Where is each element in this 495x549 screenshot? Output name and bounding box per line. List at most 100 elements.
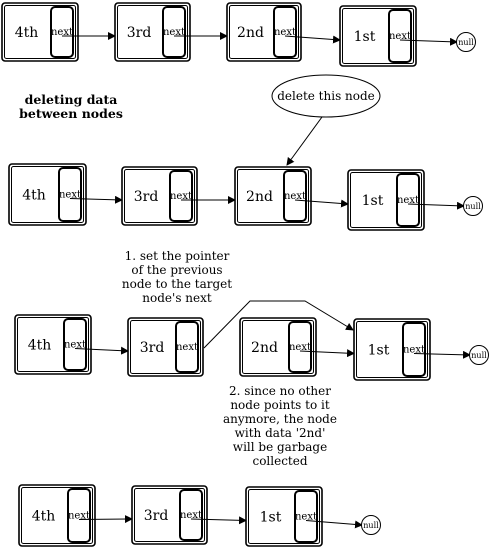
next-pointer-box: [179, 489, 203, 541]
node-box-inner: [248, 489, 320, 544]
list-node: 4th next: [18, 484, 96, 547]
next-pointer-box: [63, 318, 87, 371]
next-label: next: [59, 190, 81, 201]
next-label: next: [180, 510, 202, 521]
callout-text: delete this node: [277, 89, 375, 103]
next-pointer-box: [175, 321, 199, 373]
node-data-label: 1st: [362, 193, 384, 209]
list-node: 4th next: [1, 2, 79, 62]
next-label: next: [176, 342, 198, 353]
null-label: null: [363, 521, 379, 530]
next-label: next: [284, 191, 306, 202]
null-label: null: [465, 202, 481, 211]
null-label: null: [471, 351, 487, 360]
step-2-line-1: 2. since no other: [229, 384, 331, 398]
node-box-inner: [134, 488, 205, 542]
node-data-label: 4th: [32, 509, 56, 525]
next-pointer-box: [396, 173, 420, 227]
next-pointer-box: [162, 6, 186, 58]
step-2-line-6: collected: [252, 454, 307, 468]
pointer-arrow: [413, 350, 471, 359]
list-node: 1st next: [353, 318, 431, 381]
next-pointer-box: [288, 321, 312, 373]
null-label: null: [458, 38, 474, 47]
next-label: next: [389, 31, 411, 42]
delete-this-node-callout: delete this node: [271, 74, 381, 166]
node-data-label: 3rd: [140, 340, 165, 356]
pointer-arrow: [78, 515, 133, 524]
list-node: 3rd next: [127, 317, 204, 377]
list-node: 1st next: [347, 169, 425, 231]
pointer-arrow: [284, 35, 341, 44]
pointer-arrow: [294, 199, 349, 208]
step-2-line-2: node points to it: [230, 398, 330, 412]
callout-arrow: [286, 116, 323, 166]
node-data-label: 3rd: [134, 189, 159, 205]
next-pointer-box: [273, 6, 297, 58]
next-label: next: [403, 345, 425, 356]
step-1-line-3: node to the target: [122, 277, 232, 291]
heading-line-2: between nodes: [19, 106, 123, 121]
step-1-note: 1. set the pointer of the previous node …: [122, 249, 232, 305]
node-box-inner: [242, 320, 314, 374]
step-1-line-4: node's next: [142, 291, 212, 305]
next-label: next: [274, 27, 296, 38]
node-box-inner: [237, 169, 309, 223]
node-data-label: 4th: [28, 338, 52, 354]
step-1-line-1: 1. set the pointer: [125, 249, 230, 263]
node-data-label: 1st: [354, 29, 376, 45]
node-data-label: 1st: [368, 343, 390, 359]
step-1-line-2: of the previous: [131, 263, 222, 277]
node-box-inner: [229, 5, 299, 59]
next-pointer-box: [402, 322, 426, 377]
node-box-inner: [350, 172, 422, 228]
next-label: next: [68, 511, 90, 522]
next-label: next: [163, 27, 185, 38]
node-box-inner: [124, 169, 195, 223]
node-data-label: 1st: [260, 510, 282, 526]
next-label: next: [51, 27, 73, 38]
next-pointer-box: [50, 6, 74, 58]
next-label: next: [64, 340, 86, 351]
pointer-arrow: [190, 516, 247, 525]
list-node: 3rd next: [121, 166, 198, 226]
list-node: 1st next: [339, 5, 417, 67]
node-data-label: 2nd: [251, 340, 278, 356]
node-box-inner: [4, 5, 76, 59]
list-node: 3rd next: [131, 485, 208, 545]
next-label: next: [397, 195, 419, 206]
next-pointer-box: [388, 9, 412, 63]
next-label: next: [170, 191, 192, 202]
pointer-arrow: [299, 349, 355, 358]
callout-ellipse: [271, 74, 381, 118]
node-box-inner: [356, 321, 428, 378]
pointer-arrow: [74, 346, 129, 355]
pointer-arrow: [399, 37, 458, 46]
node-box-inner: [11, 166, 84, 223]
step-2-line-3: anymore, the node: [223, 412, 337, 426]
node-data-label: 4th: [15, 25, 39, 41]
rerouted-pointer-arrow: [203, 300, 354, 349]
node-box-inner: [342, 8, 414, 64]
pointer-arrow: [407, 201, 465, 210]
step-2-line-4: with data '2nd': [235, 426, 326, 440]
node-data-label: 2nd: [246, 189, 273, 205]
next-pointer-box: [294, 490, 318, 543]
node-box-inner: [17, 317, 89, 372]
null-terminator: [456, 32, 476, 52]
pointer-arrow: [305, 520, 363, 529]
null-terminator: [361, 515, 381, 535]
node-data-label: 3rd: [144, 508, 169, 524]
step-2-line-5: will be garbage: [233, 440, 327, 454]
next-pointer-box: [58, 167, 82, 222]
